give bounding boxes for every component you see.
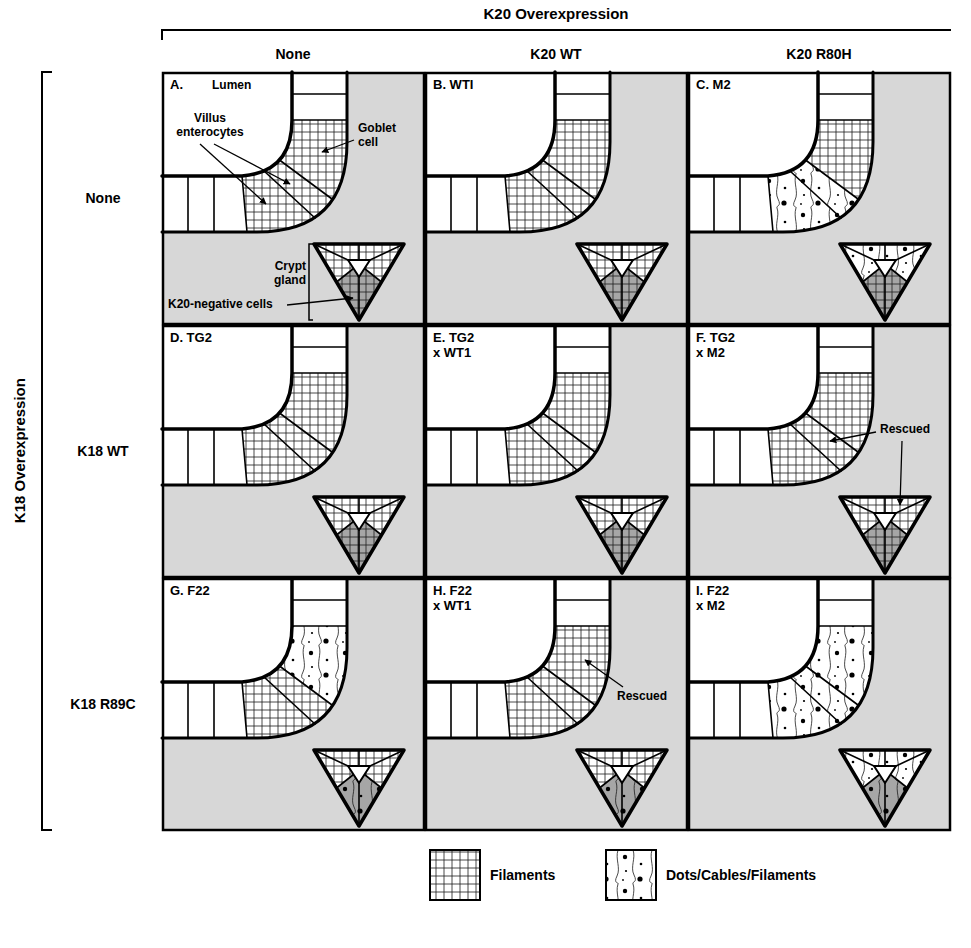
column-header: None (276, 46, 311, 62)
annotation-label: Villus enterocytes (172, 112, 248, 140)
legend-swatch (430, 850, 480, 900)
annotation-label: Lumen (212, 79, 251, 93)
panel-label: I. F22 x M2 (696, 584, 734, 614)
row-header: None (86, 190, 121, 206)
legend-swatch (606, 850, 656, 900)
panel-label: B. WTI (433, 78, 473, 93)
panel-art (425, 325, 688, 578)
panel-box: B. WTI (425, 72, 688, 325)
row-header: K18 R89C (70, 696, 135, 712)
panel-art (425, 578, 688, 831)
row-header: K18 WT (77, 443, 128, 459)
panel-box: C. M2 (688, 72, 951, 325)
panel-label: A. (170, 78, 183, 93)
panel-label: E. TG2 x WT1 (433, 331, 479, 361)
annotation-label: Goblet cell (358, 122, 418, 150)
annotation-label: K20-negative cells (168, 298, 273, 312)
leader-lines (200, 140, 354, 305)
annotation-label: Rescued (617, 690, 667, 704)
crypt-bracket (309, 244, 313, 320)
panel-box: D. TG2 (162, 325, 425, 578)
legend-label: Filaments (490, 867, 555, 883)
panel-label: F. TG2 x M2 (696, 331, 742, 361)
legend-label: Dots/Cables/Filaments (666, 867, 816, 883)
panel-art (688, 578, 951, 831)
axis-header: K20 Overexpression (483, 5, 628, 22)
row-bracket (42, 72, 52, 830)
panel-box: E. TG2 x WT1 (425, 325, 688, 578)
panel-box: I. F22 x M2 (688, 578, 951, 831)
panel-art (688, 72, 951, 325)
panel-art (688, 325, 951, 578)
column-bracket (162, 30, 951, 40)
axis-header: K18 Overexpression (11, 378, 28, 523)
panel-art (162, 325, 425, 578)
annotation-label: Rescued (880, 423, 930, 437)
panel-box: G. F22 (162, 578, 425, 831)
panel-art (425, 72, 688, 325)
leader-lines (830, 432, 902, 505)
panel-label: H. F22 x WT1 (433, 584, 477, 614)
panel-box: H. F22 x WT1Rescued (425, 578, 688, 831)
panel-art (162, 72, 425, 325)
panel-label: C. M2 (696, 78, 731, 93)
column-header: K20 R80H (786, 46, 851, 62)
panel-box: A. LumenVillus enterocytes Goblet cellCryp… (162, 72, 425, 325)
column-header: K20 WT (530, 46, 581, 62)
panel-label: D. TG2 (170, 331, 212, 346)
annotation-label: Crypt gland (262, 260, 306, 288)
panel-label: G. F22 (170, 584, 210, 599)
leader-lines (585, 660, 623, 687)
panel-art (162, 578, 425, 831)
panel-box: F. TG2 x M2 Rescued (688, 325, 951, 578)
